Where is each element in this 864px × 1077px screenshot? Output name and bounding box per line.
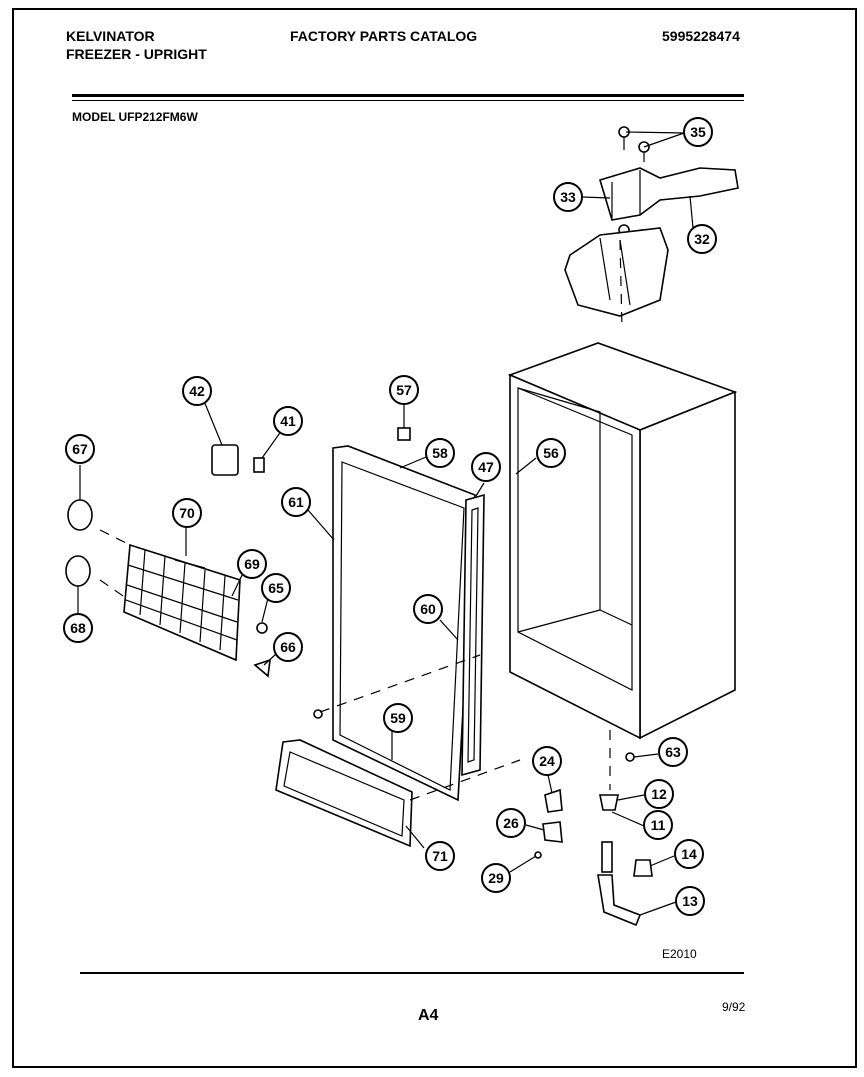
door-gasket [461,493,485,777]
callout-32: 32 [687,224,717,254]
callout-63-label: 63 [665,744,681,760]
callout-13: 13 [675,886,705,916]
callout-11-label: 11 [651,817,666,833]
grille [123,543,241,662]
callout-56-label: 56 [543,445,559,461]
model-number: MODEL UFP212FM6W [72,110,198,124]
callout-63: 63 [658,737,688,767]
callout-61-label: 61 [288,494,304,510]
callout-29: 29 [481,863,511,893]
callout-66-label: 66 [280,639,296,655]
callout-70-label: 70 [179,505,195,521]
callout-70: 70 [172,498,202,528]
callout-47-label: 47 [478,459,494,475]
callout-71-label: 71 [432,848,448,864]
callout-57: 57 [389,375,419,405]
callout-26: 26 [496,808,526,838]
callout-65: 65 [261,573,291,603]
callout-61: 61 [281,487,311,517]
callout-58-label: 58 [432,445,448,461]
leader-lines [77,131,694,916]
product-type: FREEZER - UPRIGHT [66,46,207,62]
alignment-lines [99,239,623,801]
callout-12-label: 12 [651,786,667,802]
catalog-title: FACTORY PARTS CATALOG [290,28,478,44]
header-rule-thin [72,100,744,101]
revision-date: 9/92 [722,1000,746,1014]
callout-69: 69 [237,549,267,579]
callout-42: 42 [182,376,212,406]
callout-32-label: 32 [694,231,710,247]
diagram-code: E2010 [662,947,697,961]
callout-47: 47 [471,452,501,482]
cabinet [507,342,738,740]
callout-29-label: 29 [488,870,504,886]
callout-42-label: 42 [189,383,205,399]
callout-35-label: 35 [690,124,706,140]
brand-title: KELVINATOR [66,28,155,44]
kickplate [275,739,413,848]
callout-60-label: 60 [420,601,436,617]
callout-66: 66 [273,632,303,662]
callout-68-label: 68 [70,620,86,636]
callout-26-label: 26 [503,815,519,831]
callout-13-label: 13 [682,893,698,909]
callout-60: 60 [413,594,443,624]
callout-24: 24 [532,746,562,776]
callout-14: 14 [674,839,704,869]
callout-65-label: 65 [268,580,284,596]
callout-24-label: 24 [539,753,555,769]
header-rule [72,94,744,97]
callout-57-label: 57 [396,382,412,398]
callout-41-label: 41 [280,413,296,429]
callout-12: 12 [644,779,674,809]
small-parts [65,427,653,927]
callout-35: 35 [683,117,713,147]
callout-33: 33 [553,182,583,212]
catalog-number: 5995228474 [662,28,740,44]
callout-11: 11 [643,810,673,840]
callout-69-label: 69 [244,556,260,572]
footer-rule [80,972,744,974]
callout-58: 58 [425,438,455,468]
page-label: A4 [418,1007,439,1024]
callout-68: 68 [63,613,93,643]
hinge-bracket-assembly [564,126,739,317]
callout-56: 56 [536,438,566,468]
callout-71: 71 [425,841,455,871]
callout-67: 67 [65,434,95,464]
door-panel [332,445,476,802]
callout-41: 41 [273,406,303,436]
callout-59-label: 59 [390,710,406,726]
callout-14-label: 14 [681,846,697,862]
callout-33-label: 33 [560,189,576,205]
callout-67-label: 67 [72,441,88,457]
page-frame [12,8,857,1068]
callout-59: 59 [383,703,413,733]
